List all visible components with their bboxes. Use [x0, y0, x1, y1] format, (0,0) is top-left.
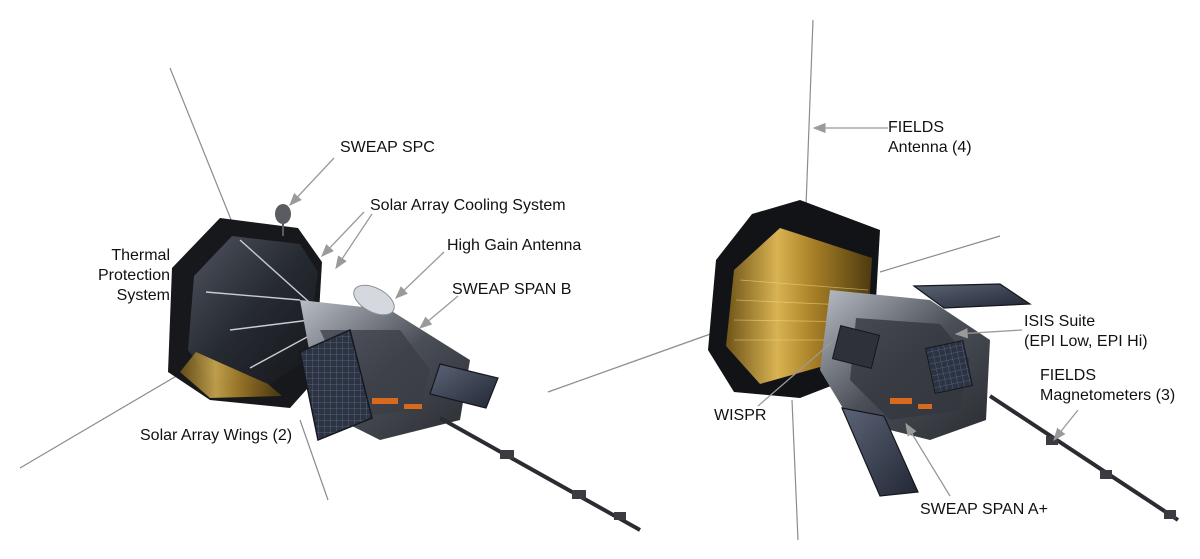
magnetometer — [1046, 436, 1058, 445]
solar-array-wing — [299, 328, 373, 442]
sweap-spc-cup — [275, 204, 291, 224]
left-spacecraft — [19, 67, 641, 532]
leader-wispr — [757, 341, 833, 407]
right-spacecraft — [547, 19, 1180, 541]
label-solar-array-cooling: Solar Array Cooling System — [370, 197, 566, 214]
fields-antenna-wire — [19, 367, 191, 469]
label-fields-antenna: FIELDS Antenna (4) — [888, 119, 972, 156]
fields-antenna-wire — [791, 399, 799, 541]
gold-foil — [180, 352, 282, 398]
leader-cooling-b — [335, 213, 373, 270]
solar-array-wing — [429, 363, 499, 409]
fields-antenna-wire — [299, 419, 329, 501]
fields-antenna-wire — [879, 235, 1001, 273]
leader-sweap-spc — [289, 157, 335, 206]
wispr-instrument — [831, 325, 881, 369]
label-high-gain-antenna: High Gain Antenna — [447, 237, 582, 254]
leader-span-b — [419, 295, 459, 329]
label-sweap-spc: SWEAP SPC — [340, 139, 435, 156]
label-wispr: WISPR — [714, 407, 767, 424]
label-thermal-protection: Thermal Protection System — [97, 247, 170, 304]
fields-antenna-wire — [169, 67, 237, 233]
magnetometer — [1100, 470, 1112, 479]
fields-antenna-wire — [547, 331, 717, 393]
support-struts — [205, 239, 321, 369]
fields-antenna-wire — [805, 19, 814, 207]
leader-high-gain — [395, 251, 445, 299]
isis-suite-instrument — [925, 339, 973, 395]
solar-array-wing — [912, 283, 1032, 309]
label-sweap-span-b: SWEAP SPAN B — [452, 281, 572, 298]
magnetometer — [1164, 510, 1176, 519]
label-sweap-span-a: SWEAP SPAN A+ — [920, 501, 1048, 518]
high-gain-antenna-dish — [353, 284, 395, 316]
leader-isis — [954, 328, 1023, 339]
magnetometer-boom — [988, 394, 1180, 522]
leader-cooling-a — [321, 211, 365, 257]
solar-array-wing — [841, 407, 919, 497]
label-solar-array-wings: Solar Array Wings (2) — [140, 427, 293, 444]
leader-magnetometers — [1053, 409, 1079, 442]
magnetometer-boom — [439, 416, 641, 532]
leader-span-a — [905, 422, 951, 497]
label-isis-suite: ISIS Suite (EPI Low, EPI Hi) — [1024, 313, 1148, 350]
leader-lines — [289, 122, 1079, 497]
label-fields-magnetometers: FIELDS Magnetometers (3) — [1040, 367, 1176, 404]
